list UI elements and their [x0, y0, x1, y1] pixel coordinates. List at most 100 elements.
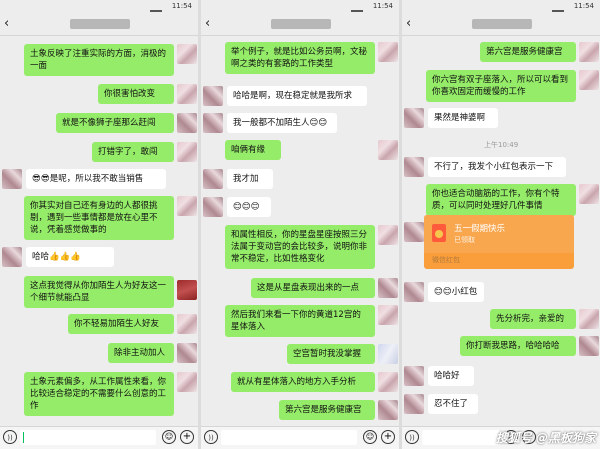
self-avatar[interactable]	[378, 42, 398, 62]
red-packet-message: 五一假期快乐	[454, 224, 506, 234]
chat-bubble[interactable]: 不行了，我发个小红包表示一下	[428, 157, 566, 177]
contact-avatar[interactable]	[203, 197, 223, 217]
chat-bubble[interactable]: 你不轻易加陌生人好友	[68, 314, 174, 334]
contact-avatar[interactable]	[203, 113, 223, 133]
chat-bubble[interactable]: 我才加	[227, 169, 273, 189]
voice-icon[interactable]: ))	[204, 430, 218, 444]
message-input[interactable]	[422, 430, 500, 445]
chat-bubble[interactable]: 就从有星体落入的地方入手分析	[231, 372, 375, 392]
self-avatar[interactable]	[579, 184, 599, 204]
self-avatar[interactable]	[579, 336, 599, 356]
voice-icon[interactable]: ))	[405, 430, 419, 444]
status-bar: 11:54	[0, 0, 198, 13]
self-avatar[interactable]	[177, 84, 197, 104]
chat-bubble[interactable]: 我一般都不加陌生人😊😊	[227, 113, 337, 133]
chat-bubble[interactable]: 然后我们来看一下你的黄道12宫的星体落入	[225, 305, 375, 337]
self-avatar[interactable]	[378, 372, 398, 392]
chat-bubble[interactable]: 这点我觉得从你加陌生人为好友这一个细节就能凸显	[24, 276, 174, 308]
chevron-left-icon[interactable]: ‹	[205, 16, 211, 31]
contact-avatar[interactable]	[404, 222, 424, 242]
voice-icon[interactable]: ))	[3, 430, 17, 444]
status-time: 11:54	[171, 2, 192, 10]
chat-bubble[interactable]: 空宫暂时我没掌握	[287, 344, 375, 364]
self-avatar[interactable]	[177, 113, 197, 133]
contact-name-blurred	[271, 19, 331, 29]
chat-bubble[interactable]: 哈哈是啊，现在稳定就是我所求	[227, 86, 367, 106]
contact-avatar[interactable]	[203, 86, 223, 106]
plus-icon[interactable]: +	[180, 430, 194, 444]
plus-icon[interactable]: +	[381, 430, 395, 444]
chevron-left-icon[interactable]: ‹	[406, 16, 412, 31]
chat-header: ‹	[0, 13, 198, 36]
emoji-icon[interactable]: ☺	[363, 430, 377, 444]
text-cursor	[23, 432, 24, 443]
contact-avatar[interactable]	[404, 394, 424, 414]
chat-bubble[interactable]: 哈哈👍👍👍	[26, 247, 114, 267]
self-avatar[interactable]	[177, 44, 197, 64]
chat-bubble[interactable]: 忍不住了	[428, 394, 478, 414]
contact-avatar[interactable]	[404, 366, 424, 386]
message-input[interactable]	[221, 430, 357, 445]
chevron-left-icon[interactable]: ‹	[4, 16, 10, 31]
chat-bubble[interactable]: 😊😊😊	[227, 197, 271, 217]
self-avatar[interactable]	[378, 140, 398, 160]
status-time: 11:54	[573, 2, 594, 10]
red-packet-body	[424, 215, 574, 253]
chat-bubble[interactable]: 😎😎是呢，所以我不敢当销售	[26, 169, 166, 189]
chat-bubble[interactable]: 你打断我思路，哈哈哈哈	[460, 336, 576, 356]
self-avatar[interactable]	[177, 343, 197, 363]
chat-panel-3: 11:54 ‹ 第六宫是服务健康宫 你六宫有双子座落入，所以可以看到你喜欢固定而…	[402, 0, 600, 449]
contact-avatar[interactable]	[2, 247, 22, 267]
self-avatar[interactable]	[378, 278, 398, 298]
contact-avatar[interactable]	[404, 157, 424, 177]
signal-icon	[552, 3, 564, 12]
self-avatar[interactable]	[378, 400, 398, 420]
message-input[interactable]	[20, 430, 156, 445]
contact-name-blurred	[70, 19, 130, 29]
chat-panel-2: 11:54 ‹ 举个例子，就是比如公务员啊，文秘啊之类的有套路的工作类型 哈哈是…	[201, 0, 399, 449]
chat-bubble[interactable]: 哈哈好	[428, 366, 474, 386]
chat-bubble[interactable]: 你也适合动脑筋的工作，你有个特质，可以同时处理好几件事情	[426, 184, 576, 216]
chat-bubble[interactable]: 咱俩有缘	[225, 140, 281, 160]
self-avatar[interactable]	[579, 70, 599, 90]
red-packet-status: 已领取	[454, 236, 475, 244]
chat-bubble[interactable]: 先分析完，亲爱的	[490, 309, 576, 329]
chat-bubble[interactable]: 😊😊小红包	[428, 282, 484, 302]
contact-avatar[interactable]	[404, 282, 424, 302]
chat-bubble[interactable]: 你六宫有双子座落入，所以可以看到你喜欢固定而缓慢的工作	[426, 70, 576, 102]
self-avatar[interactable]	[177, 372, 197, 392]
self-avatar[interactable]	[579, 42, 599, 62]
self-avatar[interactable]	[177, 196, 197, 216]
contact-avatar[interactable]	[203, 169, 223, 189]
chat-bubble[interactable]: 你其实对自己还有身边的人都很挑剔，遇到一些事情都是放在心里不说，凭着感觉做事的	[24, 196, 174, 240]
chat-panel-1: 11:54 ‹ 土象反映了注重实际的方面，消极的一面 你很害怕改变 就是不像狮子…	[0, 0, 198, 449]
chat-bubble[interactable]: 除非主动加人	[108, 343, 174, 363]
self-avatar[interactable]	[378, 305, 398, 325]
chat-bubble[interactable]: 举个例子，就是比如公务员啊，文秘啊之类的有套路的工作类型	[225, 42, 375, 74]
contact-name-blurred	[472, 19, 532, 29]
chat-bubble[interactable]: 和属性相反，你的星盘星座按照三分法属于变动宫的会比较多，说明你非常不稳定，比如性…	[225, 225, 375, 269]
self-avatar[interactable]	[177, 314, 197, 334]
chat-bubble[interactable]: 土象元素偏多，从工作属性来看，你比较适合稳定的不需要什么创意的工作	[24, 372, 174, 416]
status-bar: 11:54	[201, 0, 399, 13]
self-avatar[interactable]	[177, 142, 197, 162]
contact-avatar[interactable]	[404, 108, 424, 128]
self-avatar[interactable]	[378, 225, 398, 245]
red-packet-card[interactable]: 五一假期快乐 已领取 微信红包	[424, 215, 574, 269]
chat-bubble[interactable]: 第六宫是服务健康宫	[480, 42, 576, 62]
chat-bubble[interactable]: 就是不像狮子座那么赶闯	[56, 113, 174, 133]
self-avatar[interactable]	[177, 280, 197, 300]
chat-bubble[interactable]: 你很害怕改变	[98, 84, 174, 104]
self-avatar[interactable]	[378, 344, 398, 364]
emoji-icon[interactable]: ☺	[504, 430, 518, 444]
chat-bubble[interactable]: 第六宫是服务健康宫	[279, 400, 375, 420]
chat-bubble[interactable]: 土象反映了注重实际的方面，消极的一面	[24, 44, 174, 76]
chat-bubble[interactable]: 果然是神婆啊	[428, 108, 498, 128]
self-avatar[interactable]	[579, 309, 599, 329]
contact-avatar[interactable]	[2, 169, 22, 189]
chat-bubble[interactable]: 打错字了，敢闯	[92, 142, 174, 162]
plus-icon[interactable]: +	[522, 430, 536, 444]
chat-bubble[interactable]: 这是从星盘表现出来的一点	[251, 278, 375, 298]
emoji-icon[interactable]: ☺	[162, 430, 176, 444]
